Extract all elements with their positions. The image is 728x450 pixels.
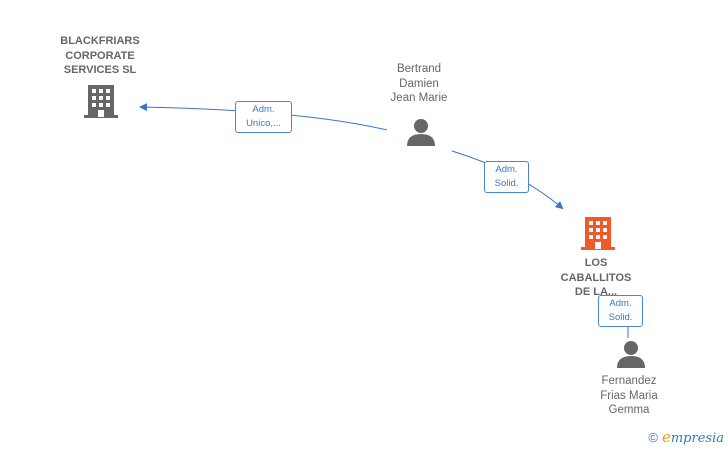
edge-label-adm-solid[interactable]: Adm. Solid. [598, 295, 643, 327]
empresia-logo[interactable]: empresia [661, 428, 724, 446]
edge-label-adm-solid[interactable]: Adm. Solid. [484, 161, 529, 193]
building-icon-highlighted[interactable] [581, 215, 615, 251]
node-label-bertrand: Bertrand Damien Jean Marie [390, 63, 448, 104]
person-icon[interactable] [406, 117, 436, 147]
person-icon[interactable] [616, 339, 646, 369]
node-label-caballitos: LOS CABALLITOS DE LA... [560, 257, 632, 298]
building-icon[interactable] [84, 83, 118, 119]
edge-label-adm-unico[interactable]: Adm. Unico,... [235, 101, 292, 133]
footer-brand: © empresia [648, 428, 724, 446]
node-label-blackfriars: BLACKFRIARS CORPORATE SERVICES SL [60, 35, 140, 76]
node-label-fernandez: Fernandez Frias Maria Gemma [600, 375, 658, 416]
copyright-icon: © [648, 429, 658, 445]
